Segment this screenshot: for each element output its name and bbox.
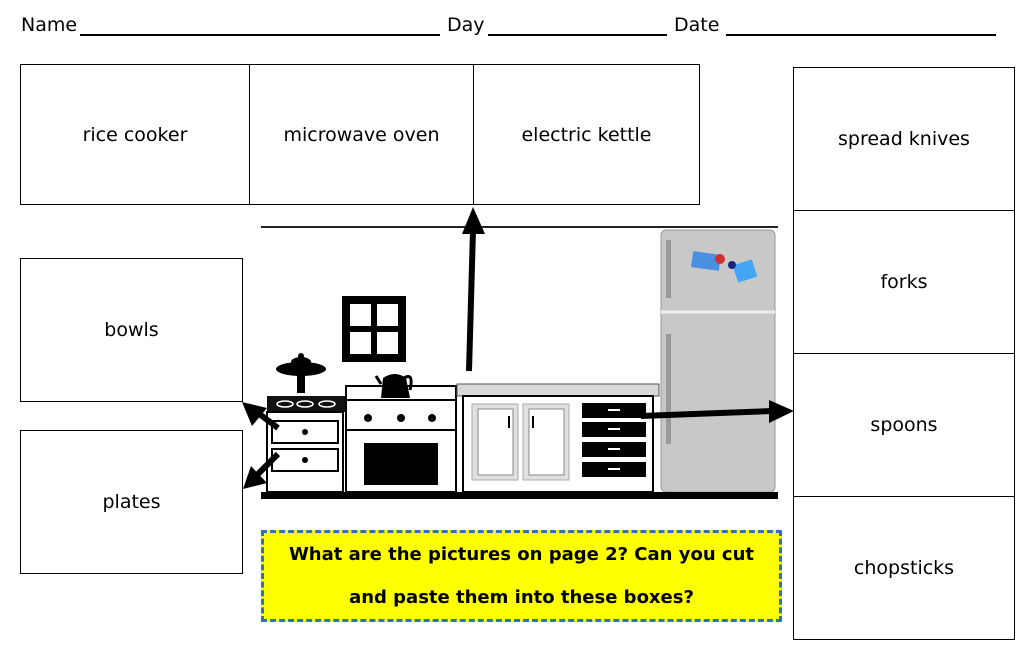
box-spread-knives: spread knives xyxy=(793,67,1015,211)
refrigerator-icon xyxy=(660,229,776,493)
arrow-to-plates xyxy=(243,451,281,489)
name-label: Name xyxy=(21,14,78,36)
box-label: plates xyxy=(102,491,161,513)
box-label: chopsticks xyxy=(853,557,955,579)
box-label: forks xyxy=(880,271,928,293)
box-forks: forks xyxy=(793,210,1015,354)
box-bowls: bowls xyxy=(20,258,243,402)
arrow-to-spoons xyxy=(640,400,794,423)
rice-cooker-icon xyxy=(276,353,326,393)
window-icon xyxy=(342,296,406,362)
oven-icon xyxy=(345,385,457,493)
day-field-line[interactable] xyxy=(488,34,667,36)
instruction-note: What are the pictures on page 2? Can you… xyxy=(261,530,782,622)
box-label: rice cooker xyxy=(82,123,188,146)
box-chopsticks: chopsticks xyxy=(793,496,1015,640)
box-label: spoons xyxy=(870,414,938,436)
floor-line xyxy=(261,492,778,499)
box-spoons: spoons xyxy=(793,353,1015,497)
box-microwave-oven: microwave oven xyxy=(249,64,474,205)
arrow-to-bowls xyxy=(242,402,280,431)
box-rice-cooker: rice cooker xyxy=(20,64,250,205)
box-plates: plates xyxy=(20,430,243,574)
box-label: microwave oven xyxy=(283,123,440,146)
counter-cabinets xyxy=(456,383,660,493)
instruction-line-2: and paste them into these boxes? xyxy=(349,587,694,608)
box-label: spread knives xyxy=(838,128,970,150)
box-electric-kettle: electric kettle xyxy=(473,64,700,205)
electric-kettle-icon xyxy=(374,374,413,398)
box-label: electric kettle xyxy=(521,123,652,146)
instruction-line-1: What are the pictures on page 2? Can you… xyxy=(288,544,755,565)
day-label: Day xyxy=(447,14,485,36)
date-field-line[interactable] xyxy=(726,34,996,36)
drawer-cabinet xyxy=(266,411,344,493)
stove-top xyxy=(267,396,347,412)
name-field-line[interactable] xyxy=(80,34,440,36)
arrow-to-electric-kettle xyxy=(462,207,485,372)
box-label: bowls xyxy=(104,319,159,341)
date-label: Date xyxy=(674,14,720,36)
